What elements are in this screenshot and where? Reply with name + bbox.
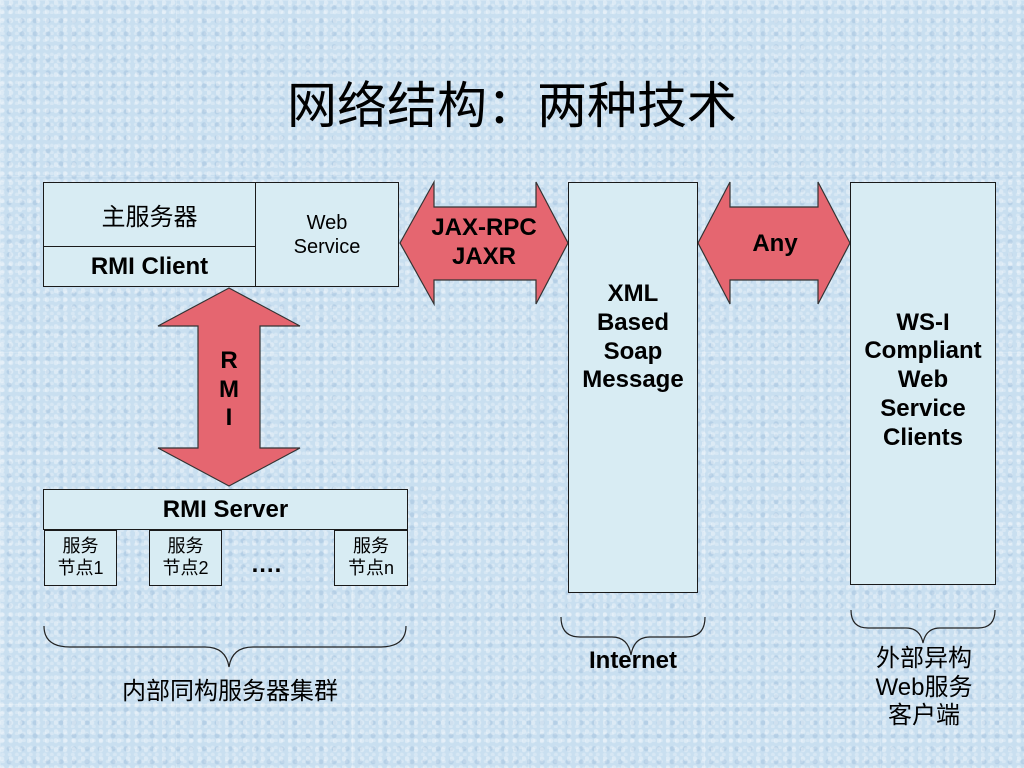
cluster-brace xyxy=(43,625,407,668)
rmi-arrow-label: R M I xyxy=(219,346,239,432)
rmi-client-box: RMI Client xyxy=(43,246,256,287)
xml-soap-box: XML Based Soap Message xyxy=(568,182,698,593)
main-server-box: 主服务器 xyxy=(43,182,256,247)
service-node-2-label: 服务 节点2 xyxy=(162,536,209,578)
service-node-1-label: 服务 节点1 xyxy=(57,536,104,578)
rmi-server-label: RMI Server xyxy=(162,495,289,523)
web-service-label: Web Service xyxy=(293,211,361,258)
rmi-server-box: RMI Server xyxy=(43,489,408,530)
main-server-label: 主服务器 xyxy=(101,204,198,231)
clients-label: 外部异构 Web服务 客户端 xyxy=(875,644,973,730)
page-title: 网络结构：两种技术 xyxy=(287,77,737,135)
service-node-2: 服务 节点2 xyxy=(149,530,222,586)
nodes-ellipsis: …. xyxy=(250,551,282,578)
wsi-clients-box: WS-I Compliant Web Service Clients xyxy=(850,182,996,585)
service-node-1: 服务 节点1 xyxy=(44,530,117,586)
clients-brace xyxy=(850,609,996,644)
cluster-label: 内部同构服务器集群 xyxy=(122,677,338,705)
any-arrow-label: Any xyxy=(752,230,798,257)
rmi-double-arrow xyxy=(157,287,301,487)
internet-brace xyxy=(560,616,706,656)
jax-arrow-label: JAX-RPC JAXR xyxy=(431,214,537,270)
service-node-n-label: 服务 节点n xyxy=(347,536,394,578)
service-node-n: 服务 节点n xyxy=(334,530,408,586)
xml-soap-label: XML Based Soap Message xyxy=(582,279,684,394)
rmi-client-label: RMI Client xyxy=(90,252,209,280)
wsi-clients-label: WS-I Compliant Web Service Clients xyxy=(864,308,982,451)
internet-label: Internet xyxy=(588,647,677,674)
web-service-box: Web Service xyxy=(255,182,399,287)
